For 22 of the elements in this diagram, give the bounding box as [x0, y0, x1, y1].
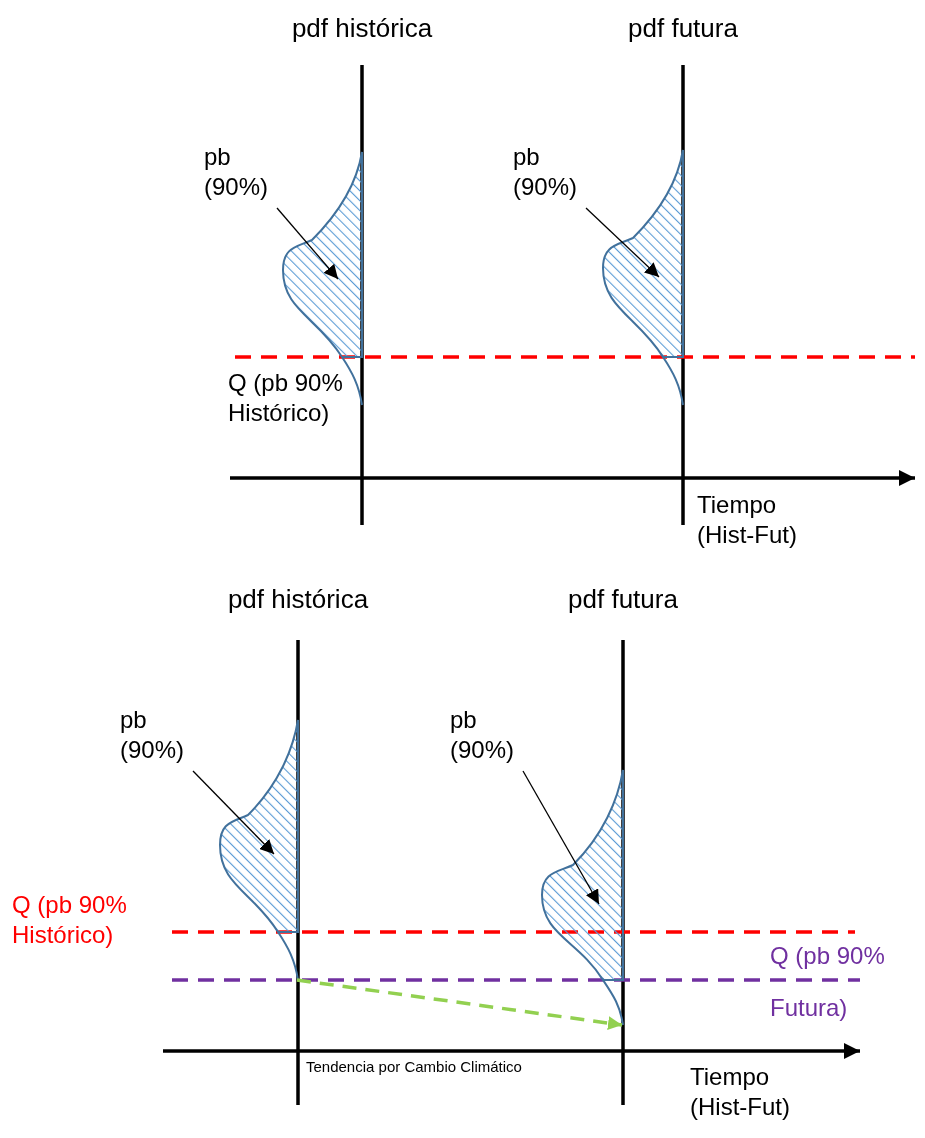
threshold-label: Q (pb 90% Histórico): [228, 368, 344, 428]
distribution-curve: [602, 149, 684, 406]
axis-label: Tiempo (Hist-Fut): [690, 1062, 791, 1122]
callout-text: pb (90%): [204, 142, 284, 202]
distribution-curve: [541, 769, 624, 1026]
distribution-curve: [219, 719, 299, 981]
panel-heading: pdf histórica: [290, 12, 434, 45]
threshold-label: Q (pb 90% Histórico): [12, 890, 128, 950]
panel-heading: pdf futura: [567, 583, 679, 616]
leader-line: [522, 770, 600, 905]
callout-text: pb (90%): [120, 705, 200, 765]
panel-heading: pdf futura: [627, 12, 739, 45]
trend-arrow: [296, 978, 623, 1030]
callout-text: pb (90%): [450, 705, 530, 765]
leader-line: [276, 207, 339, 280]
trend-label: Tendencia por Cambio Climático: [306, 1058, 523, 1077]
panel-heading: pdf histórica: [226, 583, 370, 616]
threshold-label: Q (pb 90% Futura): [770, 941, 886, 1023]
leader-line: [585, 207, 660, 278]
leader-line: [192, 770, 275, 855]
axis-label: Tiempo (Hist-Fut): [697, 490, 798, 550]
callout-text: pb (90%): [513, 142, 593, 202]
